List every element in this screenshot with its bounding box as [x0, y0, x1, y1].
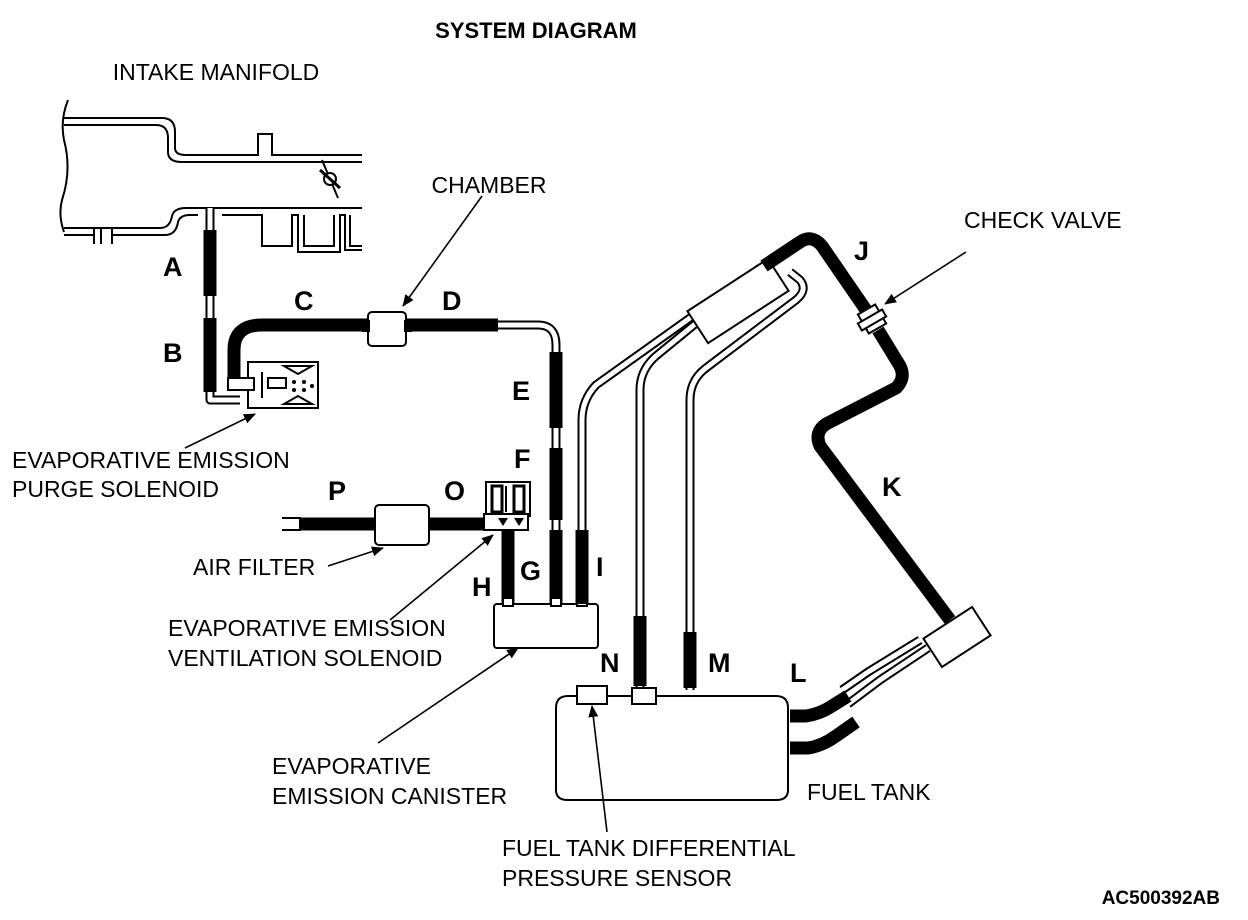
pressure-sensor-label-line1: FUEL TANK DIFFERENTIAL — [502, 835, 796, 861]
hose-l-lower — [790, 716, 860, 755]
purge-solenoid — [227, 361, 319, 409]
hose-label-c: C — [294, 286, 314, 316]
hose-label-g: G — [520, 556, 541, 586]
fuel-tank-label: FUEL TANK — [807, 779, 931, 805]
hose-label-a: A — [163, 252, 183, 282]
check-valve-label: CHECK VALVE — [964, 207, 1122, 233]
check-valve — [856, 303, 888, 335]
hose-label-h: H — [472, 572, 492, 602]
hose-j — [760, 232, 872, 314]
chamber-label: CHAMBER — [431, 172, 546, 198]
hose-label-f: F — [514, 444, 531, 474]
hose-l — [790, 690, 852, 723]
intake-manifold-label: INTAKE MANIFOLD — [113, 59, 320, 85]
diagram-title: SYSTEM DIAGRAM — [435, 18, 637, 43]
evaporative-emission-canister — [493, 597, 599, 649]
hose-label-b: B — [163, 338, 183, 368]
figure-code: AC500392AB — [1102, 888, 1220, 909]
chamber — [362, 311, 412, 347]
hose-label-l: L — [790, 658, 807, 688]
air-filter — [374, 504, 430, 546]
pressure-sensor-label-line2: PRESSURE SENSOR — [502, 865, 732, 891]
hose-label-o: O — [444, 476, 465, 506]
hose-label-d: D — [442, 286, 462, 316]
hose-label-p: P — [328, 476, 346, 506]
hose-c — [227, 318, 372, 385]
canister-label-line2: EMISSION CANISTER — [272, 783, 507, 809]
hose-label-e: E — [512, 376, 530, 406]
hose-label-j: J — [854, 236, 869, 266]
intake-manifold — [59, 99, 362, 253]
hose-label-i: I — [596, 552, 604, 582]
tank-filler-block — [922, 605, 992, 669]
purge-solenoid-label-line2: PURGE SOLENOID — [12, 476, 219, 502]
canister-label-line1: EVAPORATIVE — [272, 753, 431, 779]
ventilation-solenoid-label-line2: VENTILATION SOLENOID — [168, 645, 442, 671]
hose-k — [811, 326, 956, 624]
hose-label-k: K — [882, 472, 902, 502]
fuel-tank — [555, 685, 789, 801]
hose-label-m: M — [708, 648, 731, 678]
purge-solenoid-label-line1: EVAPORATIVE EMISSION — [12, 447, 290, 473]
ventilation-solenoid — [483, 481, 531, 531]
air-filter-label: AIR FILTER — [193, 554, 315, 580]
hose-label-n: N — [600, 648, 620, 678]
filler-neck — [686, 257, 790, 345]
ventilation-solenoid-label-line1: EVAPORATIVE EMISSION — [168, 615, 446, 641]
